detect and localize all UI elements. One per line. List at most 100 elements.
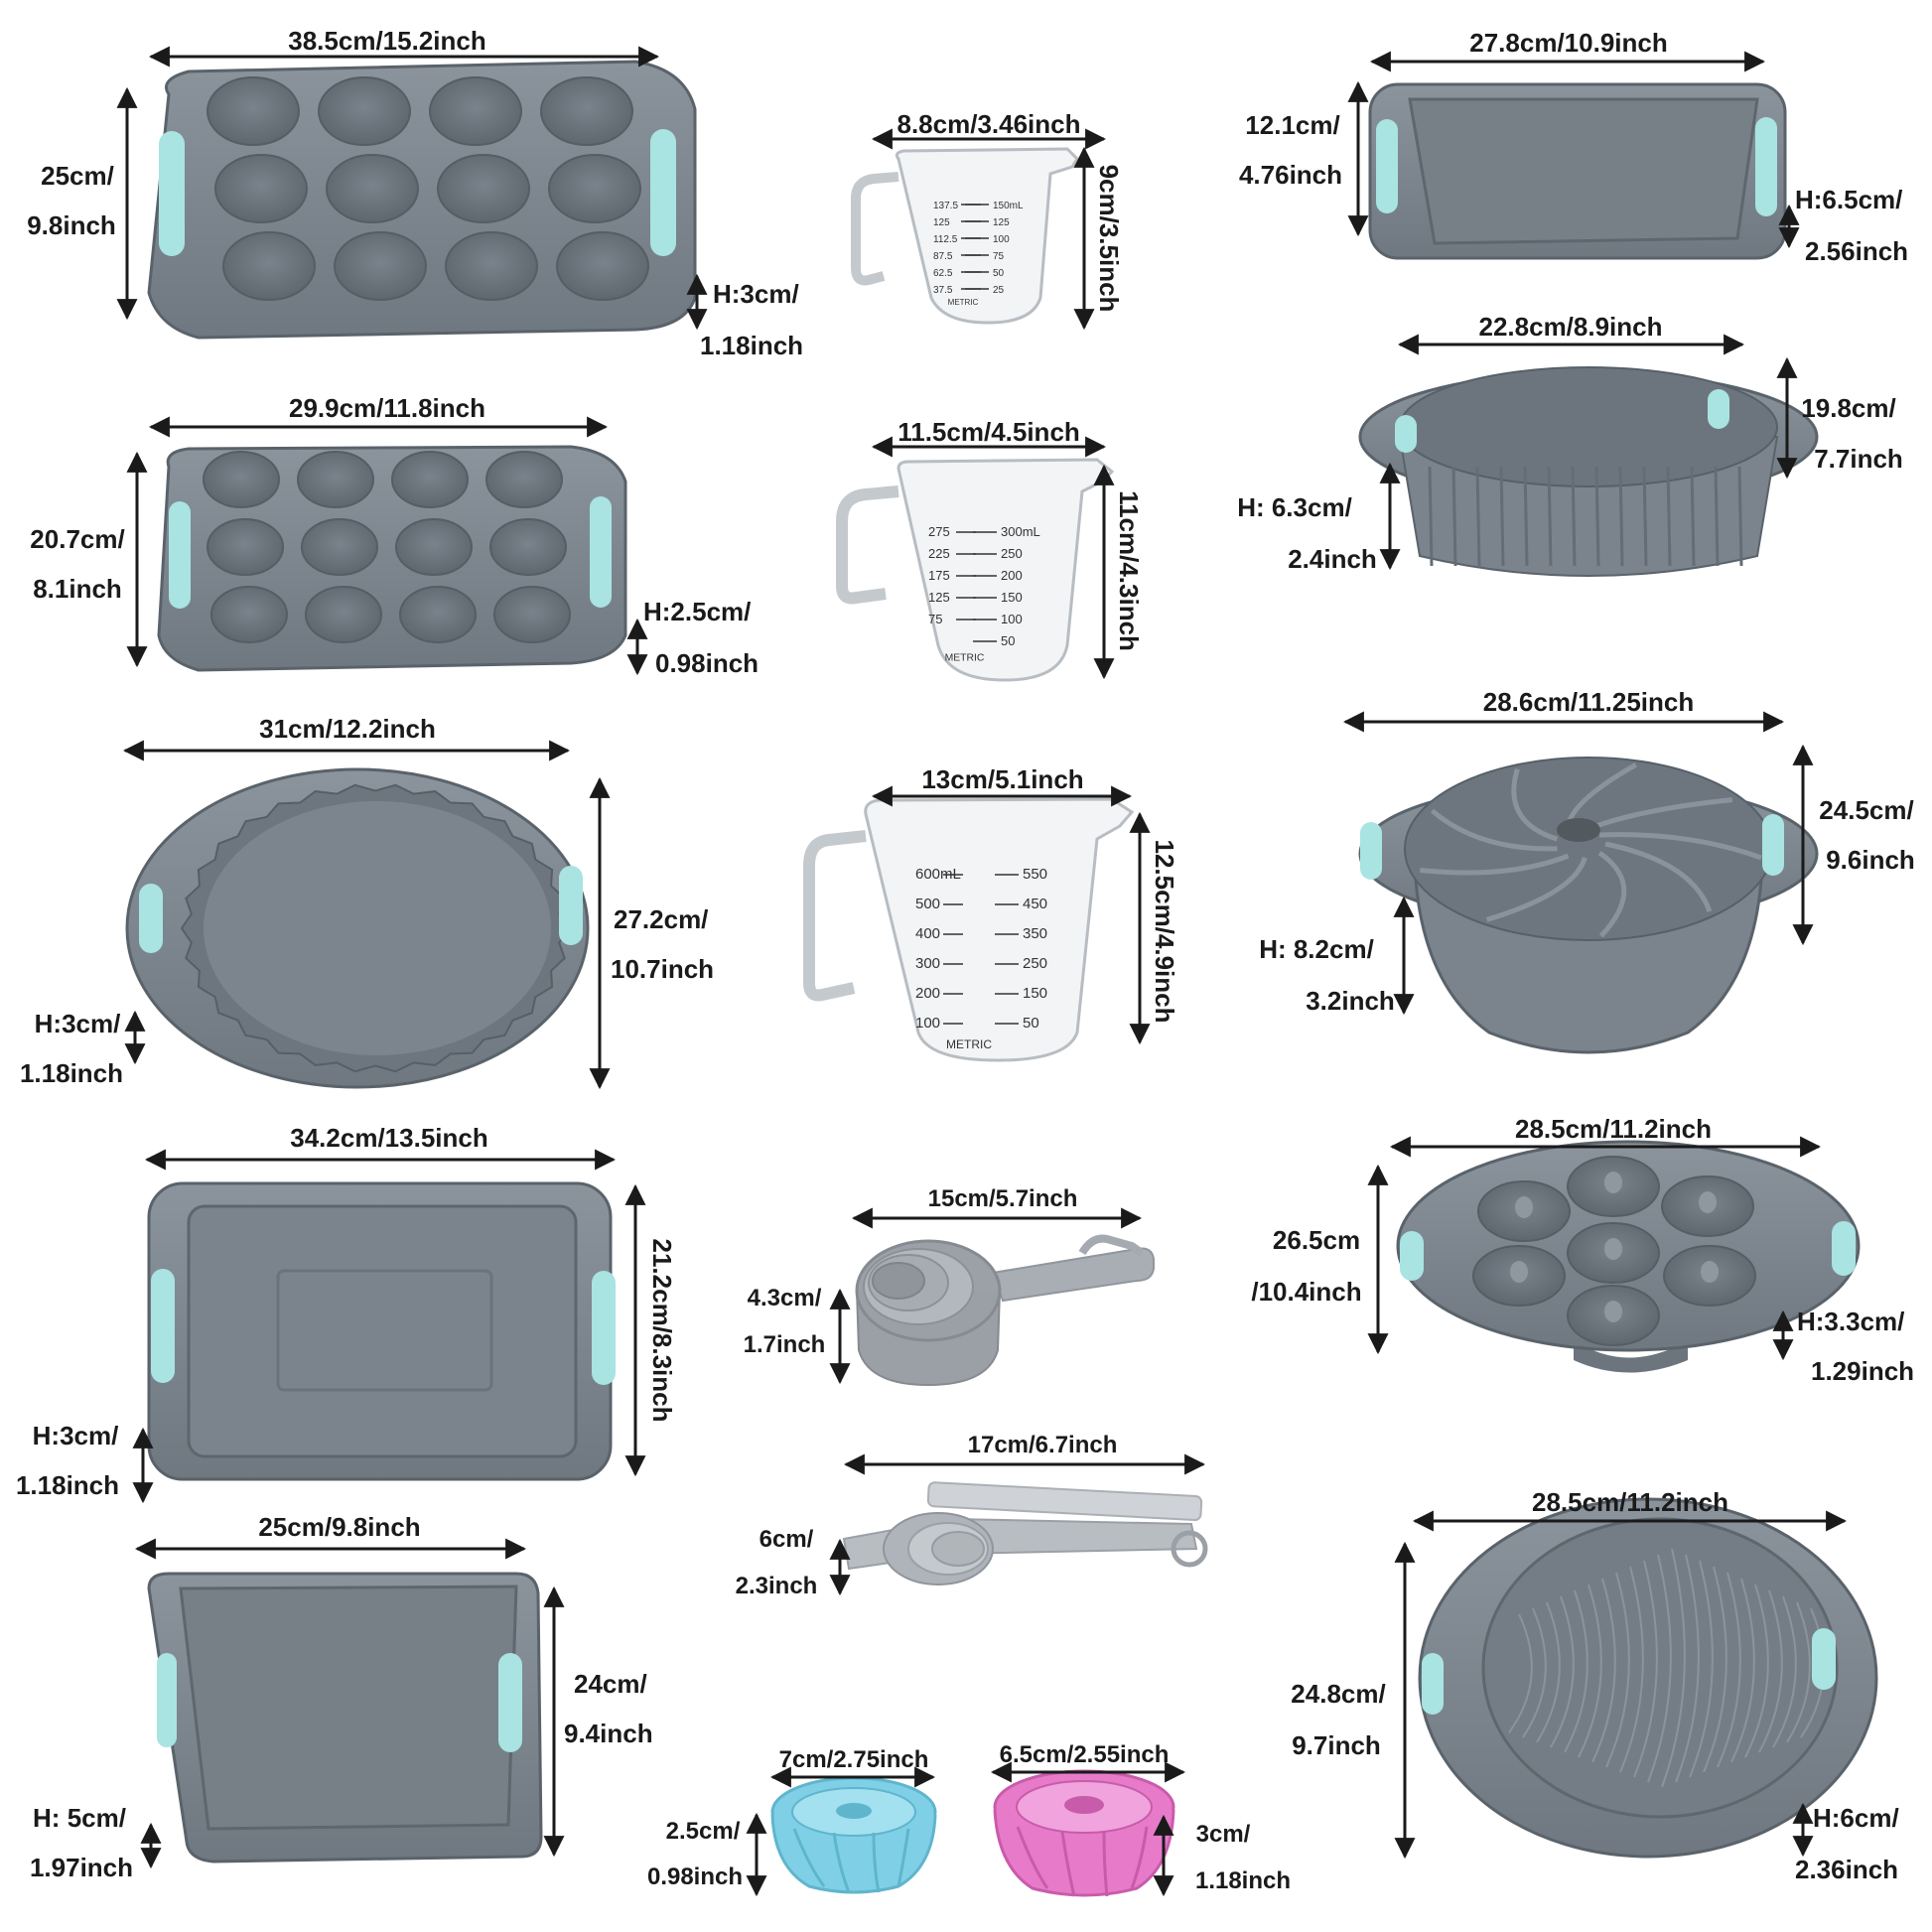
- muffin-cavity: [540, 76, 633, 146]
- width-label: 28.5cm/11.2inch: [1532, 1487, 1728, 1517]
- scale-marks: 600mL50040030020010055045035025015050MET…: [915, 866, 1047, 1051]
- muffin-cavity: [210, 586, 288, 643]
- scale-mark-label: 350: [1023, 925, 1047, 942]
- measuring-spoons-set: 17cm/6.7inch 6cm/ 2.3inch: [736, 1432, 1208, 1599]
- scale-mark-label: 100: [915, 1015, 940, 1032]
- muffin-cavity: [493, 586, 571, 643]
- width-label: 28.5cm/11.2inch: [1515, 1114, 1712, 1144]
- depth-label-line2: 9.7inch: [1292, 1730, 1381, 1760]
- depth-label-line1: 19.8cm/: [1801, 393, 1895, 423]
- depth-label: 21.2cm/8.3inch: [647, 1239, 677, 1423]
- swirl-ribs: [1420, 762, 1762, 938]
- muffin-cavity: [222, 231, 316, 301]
- scale-mark-label: 200: [1001, 568, 1023, 583]
- scale-mark-label: 300mL: [1001, 524, 1040, 539]
- height-label-line1: H:3cm/: [35, 1009, 121, 1038]
- height-label-line1: 2.5cm/: [666, 1818, 741, 1845]
- depth-label-line2: 7.7inch: [1814, 444, 1903, 474]
- width-label: 25cm/9.8inch: [258, 1512, 420, 1542]
- handle-left: [159, 131, 185, 256]
- muffin-cavity: [485, 451, 563, 508]
- height-label-line1: H:3cm/: [33, 1421, 119, 1450]
- scale-mark-label: 37.5: [933, 285, 953, 296]
- muffin-cavity: [556, 231, 649, 301]
- scale-mark-label: 75: [928, 612, 942, 626]
- width-label: 38.5cm/15.2inch: [288, 26, 485, 56]
- height-label-line2: 1.29inch: [1811, 1356, 1914, 1386]
- mini-bundt-cup-pink: 6.5cm/2.55inch 3cm/ 1.18inch: [990, 1741, 1291, 1897]
- ribbed-base: [1508, 1548, 1825, 1788]
- depth-label-line2: 8.1inch: [33, 574, 122, 604]
- round-pan: 28.5cm/11.2inch 24.8cm/ 9.7inch H:6cm/ 2…: [1291, 1487, 1898, 1884]
- mini-bundt-cup-blue: 7cm/2.75inch 2.5cm/ 0.98inch: [647, 1746, 937, 1897]
- height-label-line1: H:6cm/: [1813, 1803, 1899, 1833]
- donut-cavities: [1472, 1156, 1756, 1346]
- scale-mark-label: 400: [915, 925, 940, 942]
- muffin-cavity: [429, 76, 522, 146]
- muffin-cavity: [207, 76, 300, 146]
- scale-mark-label: 150: [1001, 590, 1023, 605]
- handle-right: [650, 129, 676, 256]
- handle-left: [1400, 1231, 1424, 1281]
- handle-right: [559, 866, 583, 945]
- width-label: 28.6cm/11.25inch: [1483, 687, 1694, 717]
- muffin-cavity: [334, 231, 427, 301]
- handle-left: [1422, 1653, 1444, 1715]
- height-label-line2: 1.18inch: [700, 331, 803, 360]
- handle-left: [169, 501, 191, 609]
- handle-left: [139, 884, 163, 953]
- metric-label: METRIC: [948, 298, 979, 307]
- handle-right: [1755, 117, 1777, 216]
- muffin-cavity: [489, 518, 567, 576]
- scale-mark-label: 100: [993, 234, 1010, 245]
- depth-label-line2: 4.76inch: [1239, 160, 1342, 190]
- scale-mark-label: 125: [928, 590, 950, 605]
- width-label: 29.9cm/11.8inch: [289, 393, 485, 423]
- scale-mark-label: 250: [1023, 955, 1047, 972]
- muffin-cavity: [318, 76, 411, 146]
- metric-label: METRIC: [945, 652, 985, 663]
- measuring-cups-set: 15cm/5.7inch 4.3cm/ 1.7inch: [744, 1185, 1155, 1387]
- width-label: 15cm/5.7inch: [928, 1185, 1078, 1212]
- depth-label-line1: 20.7cm/: [30, 524, 124, 554]
- height-label-line2: 1.18inch: [1195, 1867, 1291, 1894]
- height-label-line2: 1.18inch: [16, 1470, 119, 1500]
- handle-left: [1395, 415, 1417, 453]
- scale-mark-label: 50: [1001, 633, 1015, 648]
- muffin-cavity: [395, 518, 473, 576]
- tart-pan: 31cm/12.2inch 27.2cm/ 10.7inch H:3cm/ 1.…: [20, 714, 714, 1090]
- height-label-line2: 0.98inch: [647, 1863, 743, 1890]
- muffin-cavity: [437, 154, 530, 223]
- handle-left: [1360, 822, 1382, 880]
- height-label-line2: 1.7inch: [744, 1331, 826, 1358]
- height-label-line2: 1.97inch: [30, 1853, 133, 1882]
- scale-mark-label: 125: [993, 217, 1010, 228]
- muffin-pan-large: 38.5cm/15.2inch 25cm/ 9.8inch H:3cm/ 1.1…: [27, 26, 803, 360]
- height-label: 12.5cm/4.9inch: [1150, 840, 1179, 1024]
- measuring-jug-large: 600mL50040030020010055045035025015050MET…: [803, 764, 1179, 1062]
- handle-right: [1832, 1221, 1856, 1276]
- height-label-line2: 2.56inch: [1805, 236, 1908, 266]
- height-label: 11cm/4.3inch: [1114, 490, 1144, 651]
- scale-mark-label: 550: [1023, 866, 1047, 883]
- scale-mark-label: 100: [1001, 612, 1023, 626]
- muffin-cavity: [326, 154, 419, 223]
- scale-mark-label: 450: [1023, 896, 1047, 912]
- handle-left: [151, 1269, 175, 1383]
- scale-mark-label: 125: [933, 217, 950, 228]
- scale-mark-label: 175: [928, 568, 950, 583]
- scale-mark-label: 200: [915, 985, 940, 1002]
- width-label: 11.5cm/4.5inch: [897, 417, 1080, 447]
- height-label-line1: H:3cm/: [713, 279, 799, 309]
- depth-label-line2: /10.4inch: [1251, 1277, 1361, 1307]
- muffin-cavities: [203, 451, 571, 643]
- height-label-line1: H:3.3cm/: [1797, 1307, 1904, 1336]
- height-label-line1: 4.3cm/: [748, 1285, 822, 1311]
- muffin-cavities: [207, 76, 649, 301]
- scale-mark-label: 300: [915, 955, 940, 972]
- height-label-line2: 3.2inch: [1306, 986, 1395, 1016]
- depth-label-line1: 24cm/: [574, 1669, 647, 1699]
- scale-mark-label: 150mL: [993, 201, 1024, 211]
- depth-label-line2: 9.4inch: [564, 1719, 653, 1748]
